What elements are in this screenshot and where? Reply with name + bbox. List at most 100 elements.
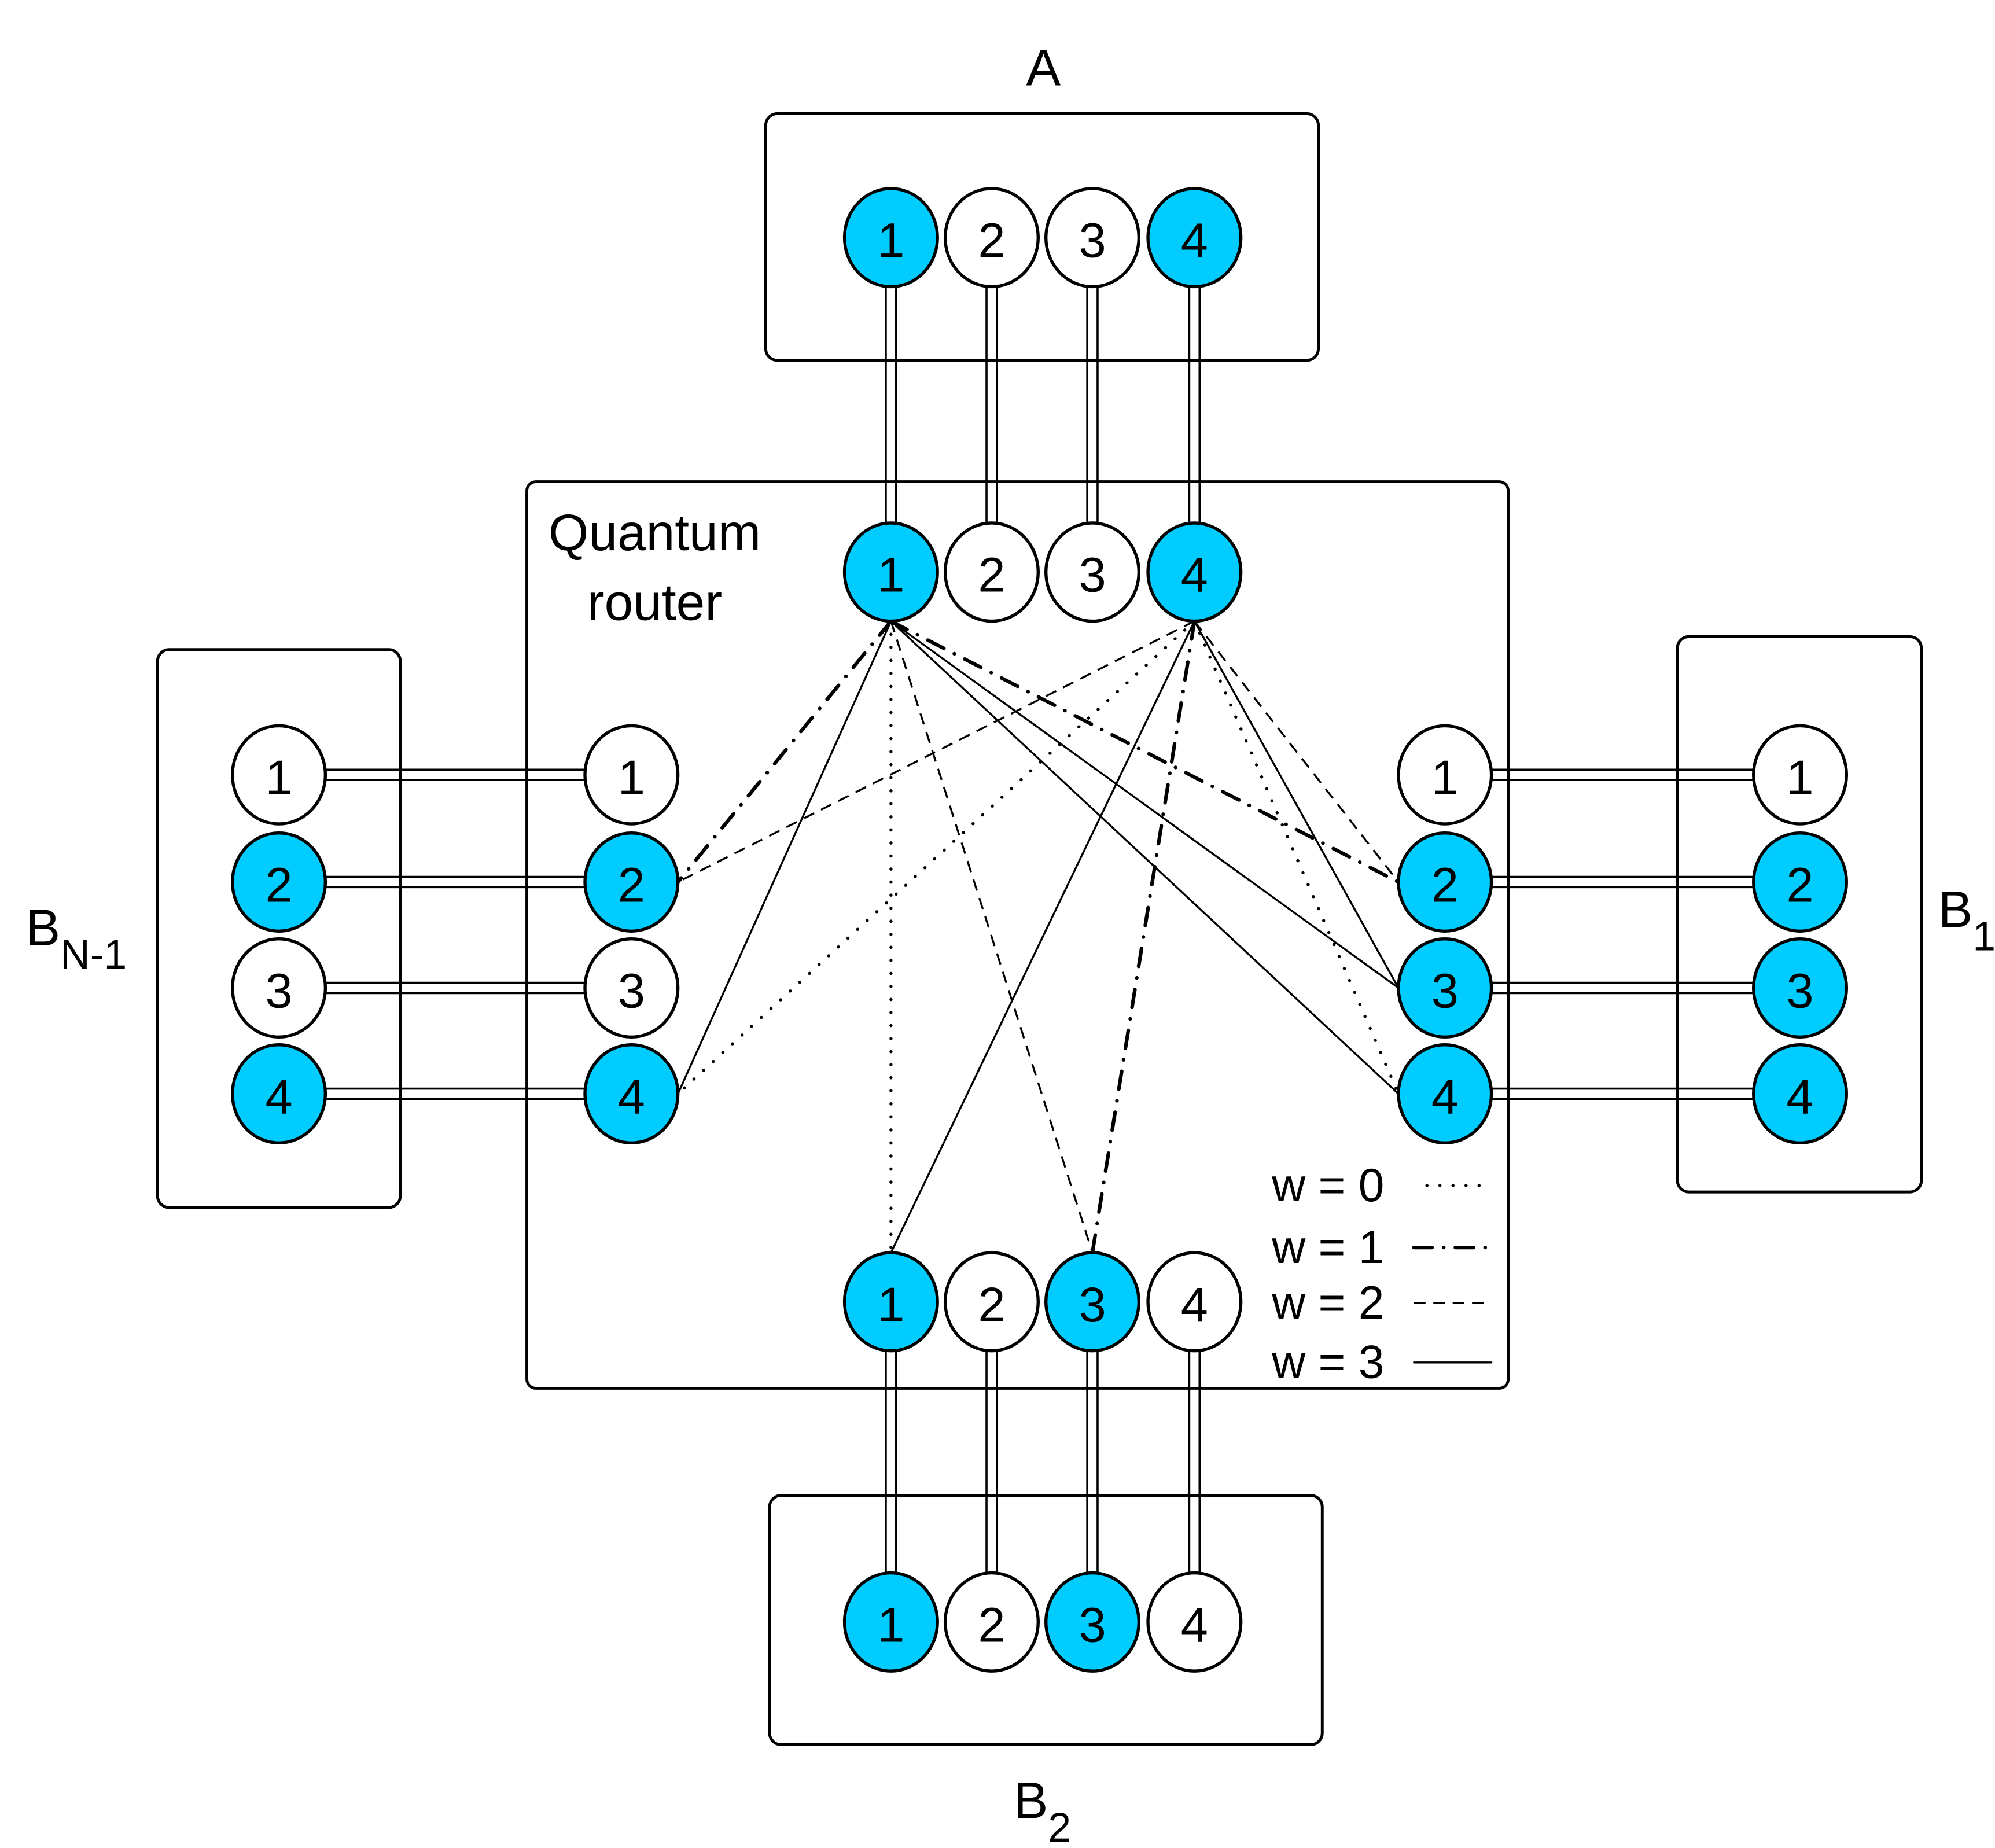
label-B-bottom-main: B <box>1014 1772 1048 1829</box>
rail-router_right-B_right-2 <box>1491 875 1754 889</box>
qubit-label: 3 <box>1786 963 1813 1018</box>
edge-router_top-4-to-router_bottom-1-w3 <box>890 620 1196 1254</box>
edge-router_top-4-to-router_right-3-w3 <box>1193 620 1400 989</box>
qubit-circle <box>583 1043 680 1145</box>
rail-A-router_top-4 <box>1188 286 1201 523</box>
qubit-circle <box>231 937 327 1039</box>
qubit-label: 2 <box>1786 857 1813 912</box>
qubit-A-2: 2 <box>943 187 1040 289</box>
qubit-B_bottom-1: 1 <box>842 1571 939 1673</box>
edge-router_top-4-to-router_right-2-w2 <box>1194 620 1400 883</box>
qubit-circle <box>1146 1571 1243 1673</box>
rail-B_left-router_left-4 <box>325 1087 585 1100</box>
legend-label: w = 1 <box>1271 1221 1384 1273</box>
qubit-router_left-1: 1 <box>583 724 680 826</box>
qubit-router_right-4: 4 <box>1397 1043 1493 1145</box>
legend-label: w = 0 <box>1271 1159 1384 1212</box>
qubit-B_bottom-3: 3 <box>1044 1571 1141 1673</box>
qubit-circle <box>1044 1571 1141 1673</box>
legend-label: w = 3 <box>1271 1337 1384 1389</box>
link-rails <box>325 286 1754 1573</box>
qubit-router_top-2: 2 <box>943 521 1040 623</box>
qubit-B_left-3: 3 <box>231 937 327 1039</box>
qubit-circle <box>1146 187 1243 289</box>
node-B-right-box <box>1676 635 1923 1194</box>
rail-B_left-router_left-2 <box>325 875 585 889</box>
qubit-label: 3 <box>1079 1597 1106 1652</box>
qubit-router_bottom-3: 3 <box>1044 1251 1141 1353</box>
qubit-label: 1 <box>618 750 645 805</box>
qubit-A-4: 4 <box>1146 187 1243 289</box>
rail-A-router_top-1 <box>885 286 897 523</box>
qubit-circle <box>943 1571 1040 1673</box>
qubit-circle <box>842 1251 939 1353</box>
qubit-B_right-4: 4 <box>1751 1043 1849 1145</box>
label-B-left: BN-1 <box>26 899 127 978</box>
qubit-A-3: 3 <box>1044 187 1141 289</box>
rail-B_left-router_left-1 <box>325 768 585 781</box>
qubit-router_bottom-4: 4 <box>1146 1251 1243 1353</box>
edge-router_top-1-to-router_right-4-w3 <box>890 620 1400 1095</box>
label-B-right: B1 <box>1938 881 1995 960</box>
edge-router_top-4-to-router_left-2-w2 <box>677 620 1195 883</box>
qubit-circle <box>842 187 939 289</box>
legend-item-w0: w = 0 <box>1271 1159 1493 1212</box>
qubit-circle <box>231 1043 327 1145</box>
edge-router_top-4-to-router_right-4-w0 <box>1192 619 1400 1096</box>
label-B-bottom: B2 <box>1014 1772 1071 1848</box>
qubit-A-1: 1 <box>842 187 939 289</box>
qubit-router_bottom-1: 1 <box>842 1251 939 1353</box>
qubit-label: 3 <box>1079 547 1106 602</box>
qubit-label: 4 <box>1431 1069 1459 1124</box>
edge-router_top-4-to-router_left-4-w0 <box>676 619 1197 1096</box>
router-label-line2: router <box>587 573 722 631</box>
qubit-B_left-4: 4 <box>231 1043 327 1145</box>
label-B-left-main: B <box>26 899 61 956</box>
qubit-label: 2 <box>1431 857 1459 912</box>
edge-router_top-1-to-router_right-2-w1 <box>889 619 1401 884</box>
qubit-label: 1 <box>877 1277 904 1332</box>
node-A-box <box>764 112 1320 362</box>
qubit-circle <box>583 937 680 1039</box>
node-B-left-box <box>156 648 402 1209</box>
rail-router_bottom-B_bottom-1 <box>885 1350 897 1573</box>
label-B-right-sub: 1 <box>1972 914 1995 960</box>
qubit-circle <box>943 521 1040 623</box>
edge-router_top-4-to-router_bottom-3-w1 <box>1090 619 1197 1255</box>
qubit-circle <box>231 724 327 826</box>
qubit-circle <box>1397 1043 1493 1145</box>
rail-router_bottom-B_bottom-3 <box>1086 1350 1099 1573</box>
edge-router_top-1-to-router_bottom-3-w2 <box>890 621 1094 1253</box>
qubit-label: 1 <box>1431 750 1459 805</box>
qubit-label: 3 <box>1431 963 1459 1018</box>
rail-A-router_top-2 <box>985 286 998 523</box>
qubit-label: 4 <box>1181 1597 1208 1652</box>
rail-B_left-router_left-3 <box>325 981 585 995</box>
qubit-circle <box>1044 187 1141 289</box>
rail-router_bottom-B_bottom-2 <box>985 1350 998 1573</box>
qubit-label: 2 <box>265 857 292 912</box>
qubit-router_bottom-2: 2 <box>943 1251 1040 1353</box>
legend-label: w = 2 <box>1271 1277 1384 1329</box>
edge-router_top-1-to-router_right-3-w3 <box>890 620 1400 989</box>
qubit-B_right-2: 2 <box>1751 831 1849 933</box>
qubit-router_right-2: 2 <box>1397 831 1493 933</box>
qubit-circle <box>1751 937 1849 1039</box>
qubit-router_right-1: 1 <box>1397 724 1493 826</box>
qubit-circle <box>1751 831 1849 933</box>
qubit-circle <box>1146 521 1243 623</box>
qubit-router_right-3: 3 <box>1397 937 1493 1039</box>
qubit-router_top-4: 4 <box>1146 521 1243 623</box>
qubit-router_top-3: 3 <box>1044 521 1141 623</box>
qubit-label: 3 <box>618 963 645 1018</box>
qubit-circle <box>842 521 939 623</box>
edge-router_top-1-to-router_left-4-w3 <box>676 620 892 1095</box>
qubit-label: 2 <box>618 857 645 912</box>
legend-item-w3: w = 3 <box>1271 1337 1493 1389</box>
qubit-circle <box>943 1251 1040 1353</box>
qubit-circle <box>583 831 680 933</box>
router-label-line1: Quantum <box>549 503 761 561</box>
rail-router_right-B_right-3 <box>1491 981 1754 995</box>
qubit-router_left-2: 2 <box>583 831 680 933</box>
